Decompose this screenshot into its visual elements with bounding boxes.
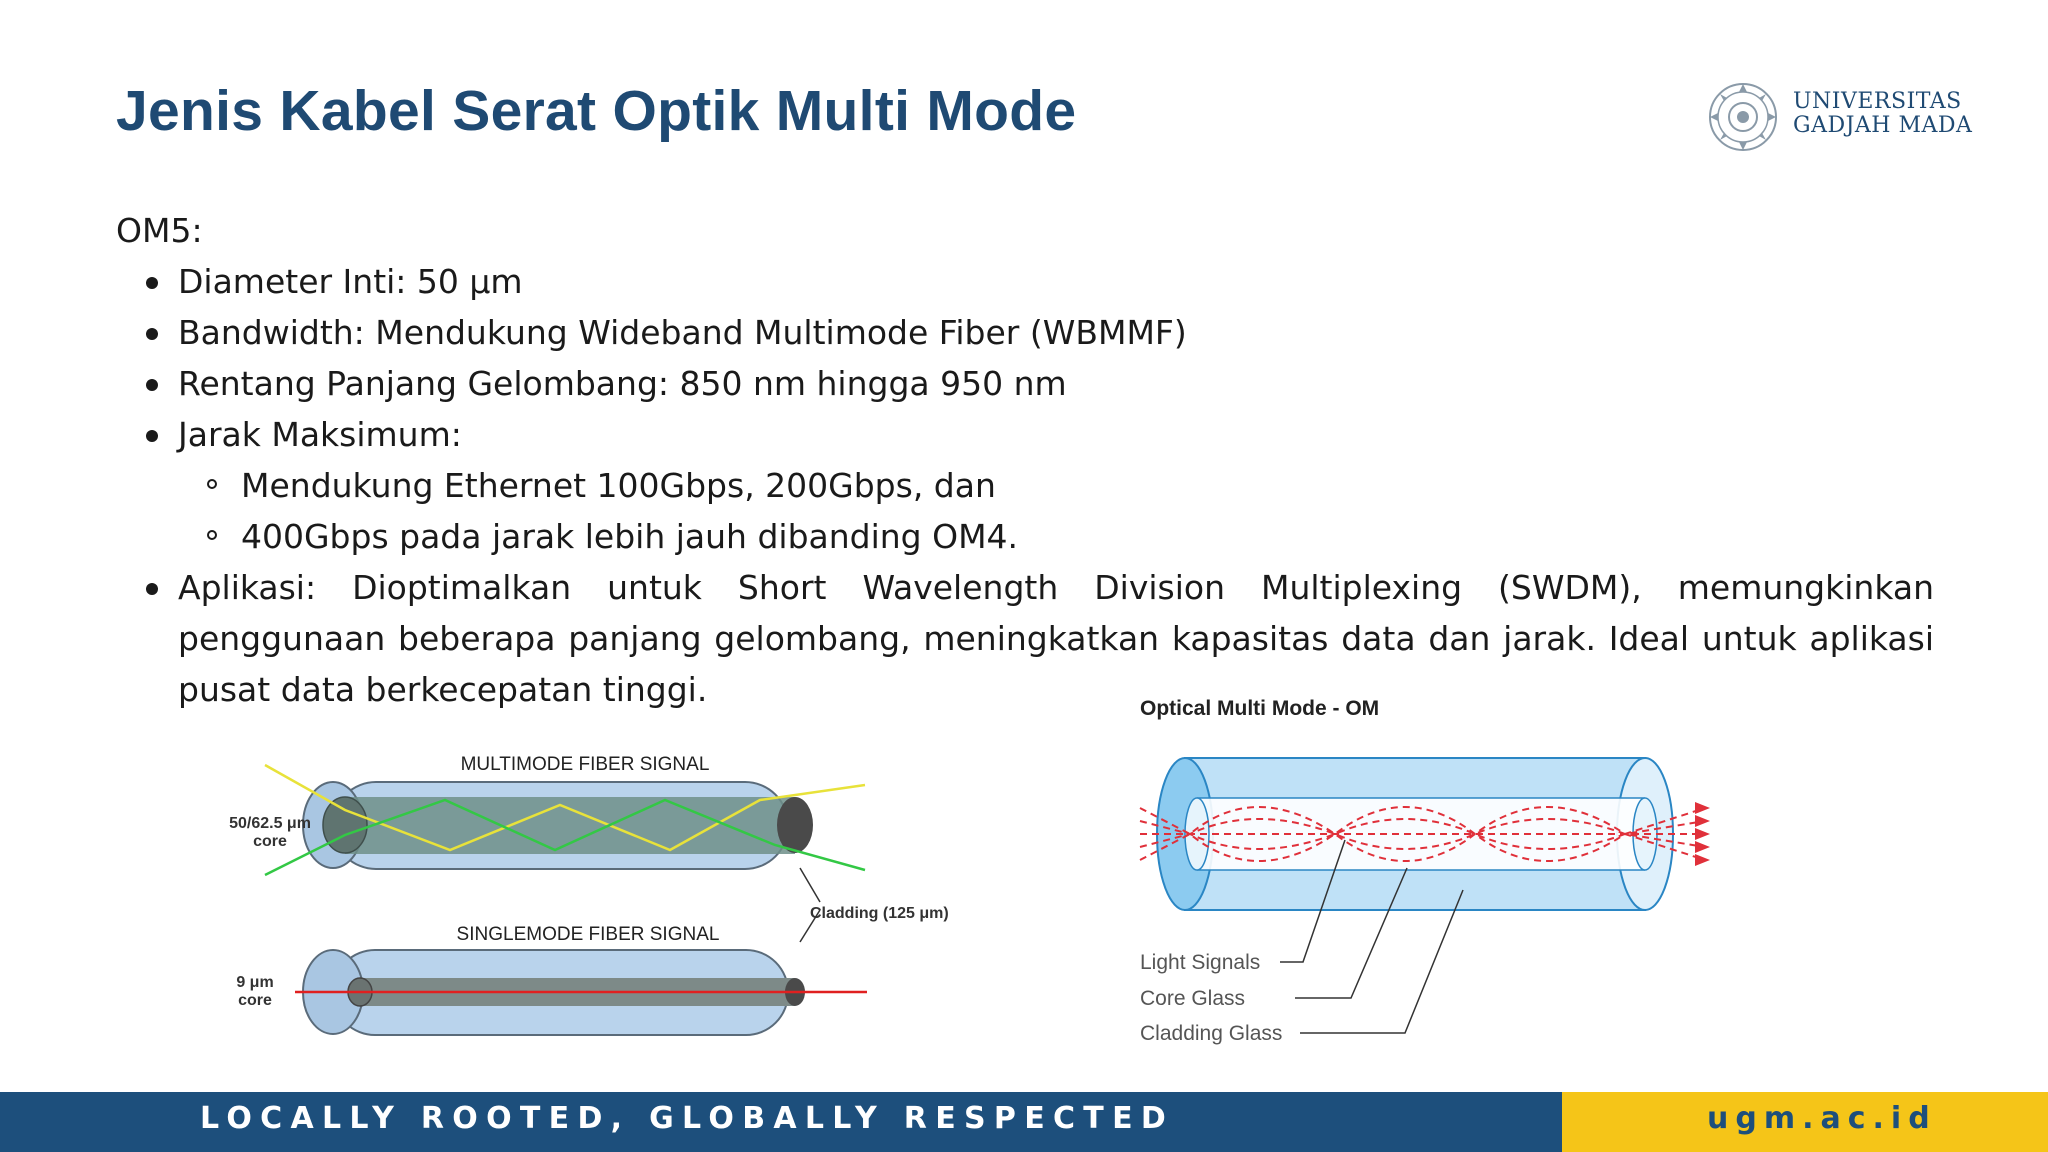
cladding-pointer-bottom [799,909,821,943]
label-core-glass: Core Glass [1140,987,1245,1010]
label-light-signals: Light Signals [1140,951,1260,974]
bullet-item-jarak: Jarak Maksimum: Mendukung Ethernet 100Gb… [146,409,1934,562]
sub-bullet-item: Mendukung Ethernet 100Gbps, 200Gbps, dan [207,460,1934,511]
logo-line-1: UNIVERSITAS [1793,89,1962,114]
multimode-core-label-2: core [253,833,287,850]
singlemode-core-label: 9 μm [236,974,273,991]
diagram-title: Optical Multi Mode - OM [1140,697,1379,720]
sub-bullet-list: Mendukung Ethernet 100Gbps, 200Gbps, dan… [178,460,1934,562]
footer-tagline-bar: LOCALLY ROOTED, GLOBALLY RESPECTED [0,1092,1562,1152]
singlemode-fiber [295,949,867,1036]
section-heading: OM5: [116,211,203,250]
singlemode-core-label-2: core [238,992,272,1009]
signal-arrows [1695,802,1710,866]
bullet-item: Rentang Panjang Gelombang: 850 nm hingga… [146,358,1934,409]
bullet-item: Aplikasi: Dioptimalkan untuk Short Wavel… [146,562,1934,715]
sub-bullet-item: 400Gbps pada jarak lebih jauh dibanding … [207,511,1934,562]
cladding-label: Cladding (125 μm) [810,905,949,922]
ugm-emblem-icon [1709,83,1777,151]
fiber-signal-diagram: MULTIMODE FIBER SIGNAL 50/62.5 μm core C… [229,754,949,1036]
multimode-core-label: 50/62.5 μm [229,815,311,832]
cladding-pointer-top [799,867,821,903]
optical-multimode-diagram: Optical Multi Mode - OM Light Signals Co… [1139,697,1710,1045]
bullet-item: Bandwidth: Mendukung Wideband Multimode … [146,307,1934,358]
multimode-label: MULTIMODE FIBER SIGNAL [461,754,710,775]
bullet-item-label: Jarak Maksimum: [178,415,462,454]
bullet-item: Diameter Inti: 50 μm [146,256,1934,307]
content-body: OM5: Diameter Inti: 50 μm Bandwidth: Men… [116,205,1934,715]
footer-url-link[interactable]: ugm.ac.id [1707,1101,1937,1136]
footer-url-bar: ugm.ac.id [1562,1092,2048,1152]
bullet-list: Diameter Inti: 50 μm Bandwidth: Mendukun… [116,256,1934,715]
callout-lines [1280,839,1464,1034]
singlemode-label: SINGLEMODE FIBER SIGNAL [457,924,720,945]
om-fiber-cylinder [1156,757,1674,911]
logo-text: UNIVERSITAS GADJAH MADA [1793,90,1972,138]
university-logo: UNIVERSITAS GADJAH MADA [1705,78,2005,158]
light-signal-paths [1139,806,1706,862]
footer-tagline: LOCALLY ROOTED, GLOBALLY RESPECTED [200,1101,1175,1136]
logo-line-2: GADJAH MADA [1793,113,1973,138]
multimode-fiber [264,763,866,877]
page-title: Jenis Kabel Serat Optik Multi Mode [116,79,1077,143]
label-cladding-glass: Cladding Glass [1140,1022,1282,1045]
